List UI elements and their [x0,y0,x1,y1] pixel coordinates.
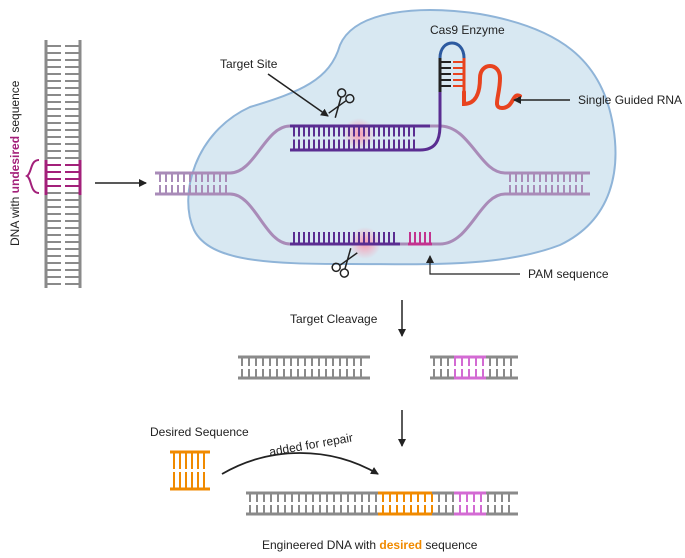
desired-sequence-dna [170,450,210,491]
target-strand-upper [290,92,442,152]
horizontal-dna-duplex [155,124,590,246]
left-dna-rungs [44,45,82,285]
target-site-label: Target Site [220,57,278,71]
engineered-dna-caption: Engineered DNA with desired sequence [262,538,478,552]
sgrna-tail [462,64,522,111]
scissors-icon [331,248,358,278]
sgrna-loop-blue [438,41,466,92]
pam-rungs [409,232,431,243]
cas9-enzyme-label: Cas9 Enzyme [430,23,505,37]
undesired-brace [25,159,40,194]
left-dna-caption: DNA with undesired sequence [8,80,22,246]
pam-label: PAM sequence [528,267,609,281]
sgrna-stem-rungs [441,61,463,87]
target-upper-rungs [293,127,415,149]
pam-arrow [426,255,520,275]
target-site-arrow [267,73,329,117]
duplex-rungs [159,174,583,193]
target-cleavage-label: Target Cleavage [290,312,378,326]
target-lower-rungs [293,232,395,243]
cleaved-dna-right [430,355,518,380]
cas9-enzyme-body [187,9,617,266]
desired-sequence-label: Desired Sequence [150,425,249,439]
cleaved-dna-left [238,355,370,380]
vertical-dna-undesired [44,40,82,288]
repair-curve-arrow [221,452,379,475]
engineered-dna [246,491,518,516]
single-guided-rna [438,41,522,111]
target-strand-lower [290,232,432,246]
sgrna-label: Single Guided RNA [578,93,682,107]
scissors-icon [328,88,355,118]
